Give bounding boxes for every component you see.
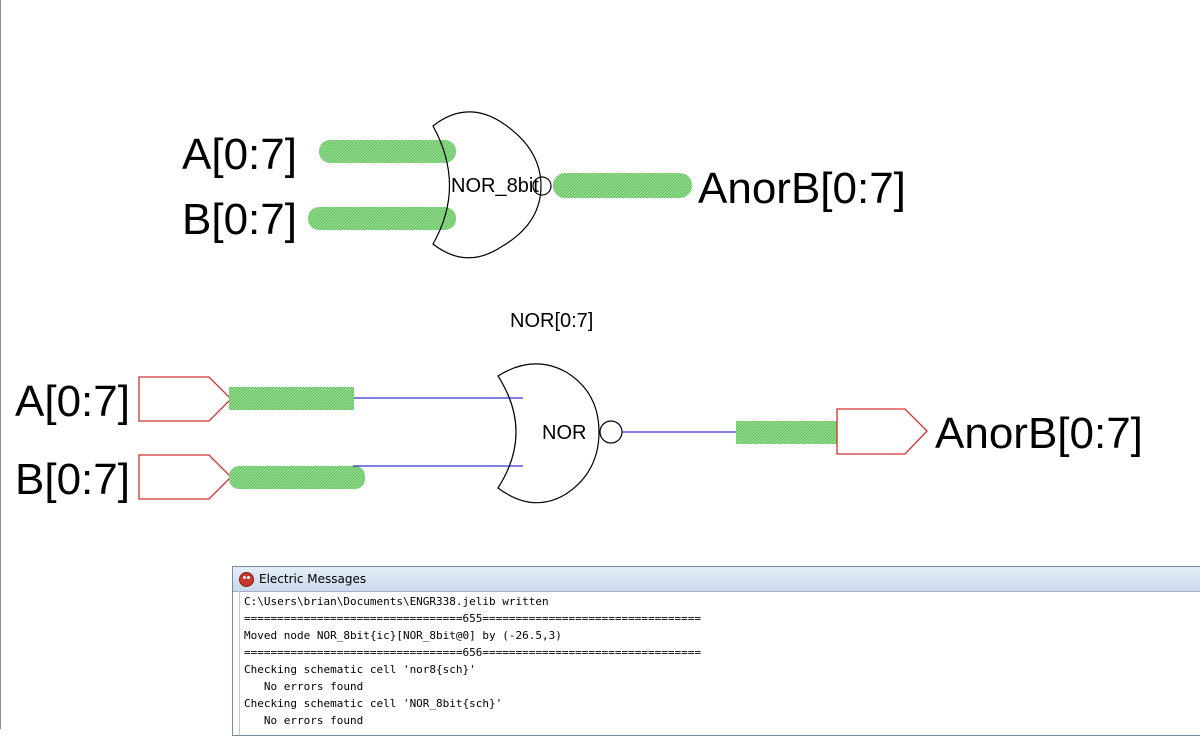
message-line: =================================655====…	[244, 612, 701, 625]
output-bus[interactable]	[736, 421, 837, 444]
nor-gate-bubble	[599, 420, 623, 444]
message-line: Checking schematic cell 'NOR_8bit{sch}'	[244, 697, 503, 710]
message-line: Checking schematic cell 'nor8{sch}'	[244, 663, 476, 676]
instance-label: NOR[0:7]	[510, 310, 593, 332]
output-export-pin[interactable]	[836, 408, 928, 455]
gate-label: NOR	[542, 422, 586, 444]
message-line: No errors found	[244, 714, 364, 727]
message-line: C:\Users\brian\Documents\ENGR338.jelib w…	[244, 595, 549, 608]
message-line: Moved node NOR_8bit{ic}[NOR_8bit@0] by (…	[244, 629, 562, 642]
schematic-view: NOR[0:7] A[0:7] B[0:7] NOR AnorB[0:7]	[15, 310, 1143, 504]
messages-text-area[interactable]: C:\Users\brian\Documents\ENGR338.jelib w…	[239, 591, 1200, 735]
icon-view: A[0:7] B[0:7] NOR_8bit AnorB[0:7]	[182, 111, 906, 259]
input-a-export-pin[interactable]	[138, 376, 232, 422]
icon-nor-gate-body[interactable]	[432, 111, 542, 259]
input-b-label: B[0:7]	[15, 455, 130, 504]
output-label: AnorB[0:7]	[935, 409, 1143, 458]
messages-titlebar[interactable]: Electric Messages	[233, 567, 1200, 592]
icon-nor-gate-bubble	[532, 176, 552, 196]
icon-input-b-label: B[0:7]	[182, 195, 297, 244]
bus-b[interactable]	[229, 466, 365, 489]
electric-app-icon	[239, 571, 254, 587]
input-b-export-pin[interactable]	[138, 454, 232, 500]
message-line: =================================656====…	[244, 646, 701, 659]
icon-bus-a[interactable]	[319, 140, 456, 163]
bus-a[interactable]	[229, 387, 354, 410]
icon-output-bus[interactable]	[553, 173, 692, 198]
message-line: No errors found	[244, 680, 364, 693]
messages-title: Electric Messages	[259, 572, 367, 586]
input-a-label: A[0:7]	[15, 377, 130, 426]
nor-gate-body[interactable]	[497, 363, 600, 504]
messages-window[interactable]: Electric Messages C:\Users\brian\Documen…	[232, 566, 1200, 736]
icon-input-a-label: A[0:7]	[182, 130, 297, 179]
icon-gate-label: NOR_8bit	[451, 175, 539, 197]
icon-bus-b[interactable]	[308, 207, 456, 230]
icon-output-label: AnorB[0:7]	[698, 164, 906, 213]
